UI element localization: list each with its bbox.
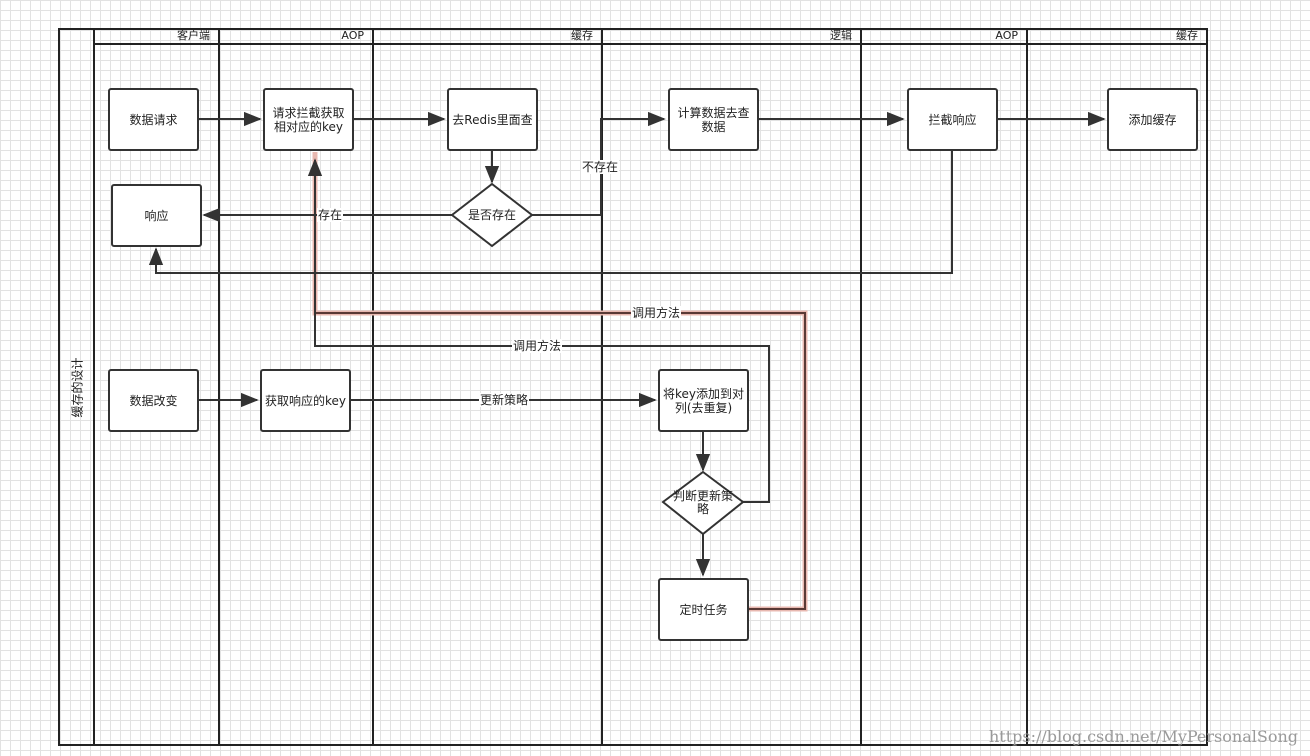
node-add-cache[interactable]: 添加缓存: [1107, 88, 1198, 151]
lane-client: 客户端: [95, 28, 220, 746]
edge-label-not-exists: 不存在: [581, 160, 620, 174]
lane-aop-1: AOP: [220, 28, 374, 746]
edge-judge-call: [314, 160, 770, 503]
node-response[interactable]: 响应: [111, 184, 202, 247]
decision-exists-label[interactable]: 是否存在: [467, 207, 516, 222]
watermark: https://blog.csdn.net/MyPersonalSong: [988, 727, 1298, 746]
pool-title-strip: [58, 28, 95, 746]
decision-exists-shape: [450, 182, 534, 248]
lane-header-cache-1: 缓存: [374, 28, 601, 45]
node-get-response-key[interactable]: 获取响应的key: [260, 369, 351, 432]
edge-intercept-response-to-response: [148, 151, 953, 274]
lane-header-client: 客户端: [95, 28, 218, 45]
lane-cache-2: 缓存: [1028, 28, 1208, 746]
lane-header-aop-2: AOP: [862, 28, 1026, 45]
node-go-redis[interactable]: 去Redis里面查: [447, 88, 538, 151]
decision-judge-shape: [661, 470, 745, 536]
node-intercept-response[interactable]: 拦截响应: [907, 88, 998, 151]
lane-cache-1: 缓存: [374, 28, 603, 746]
lane-aop-2: AOP: [862, 28, 1028, 746]
lane-header-cache-2: 缓存: [1028, 28, 1206, 45]
node-add-key-queue[interactable]: 将key添加到对列(去重复): [658, 369, 749, 432]
edge-label-call-method-2: 调用方法: [512, 339, 563, 353]
lane-logic: 逻辑: [603, 28, 862, 746]
node-data-change[interactable]: 数据改变: [108, 369, 199, 432]
node-intercept-request[interactable]: 请求拦截获取相对应的key: [263, 88, 354, 151]
node-data-request[interactable]: 数据请求: [108, 88, 199, 151]
edge-label-exists: 存在: [317, 208, 344, 222]
edge-label-update-strategy: 更新策略: [479, 393, 530, 407]
lane-header-logic: 逻辑: [603, 28, 860, 45]
node-compute-data[interactable]: 计算数据去查数据: [668, 88, 759, 151]
node-timer-task[interactable]: 定时任务: [658, 578, 749, 641]
lane-header-aop-1: AOP: [220, 28, 372, 45]
edge-label-call-method-1: 调用方法: [631, 306, 682, 320]
decision-judge-label[interactable]: 判断更新策略: [672, 489, 733, 516]
